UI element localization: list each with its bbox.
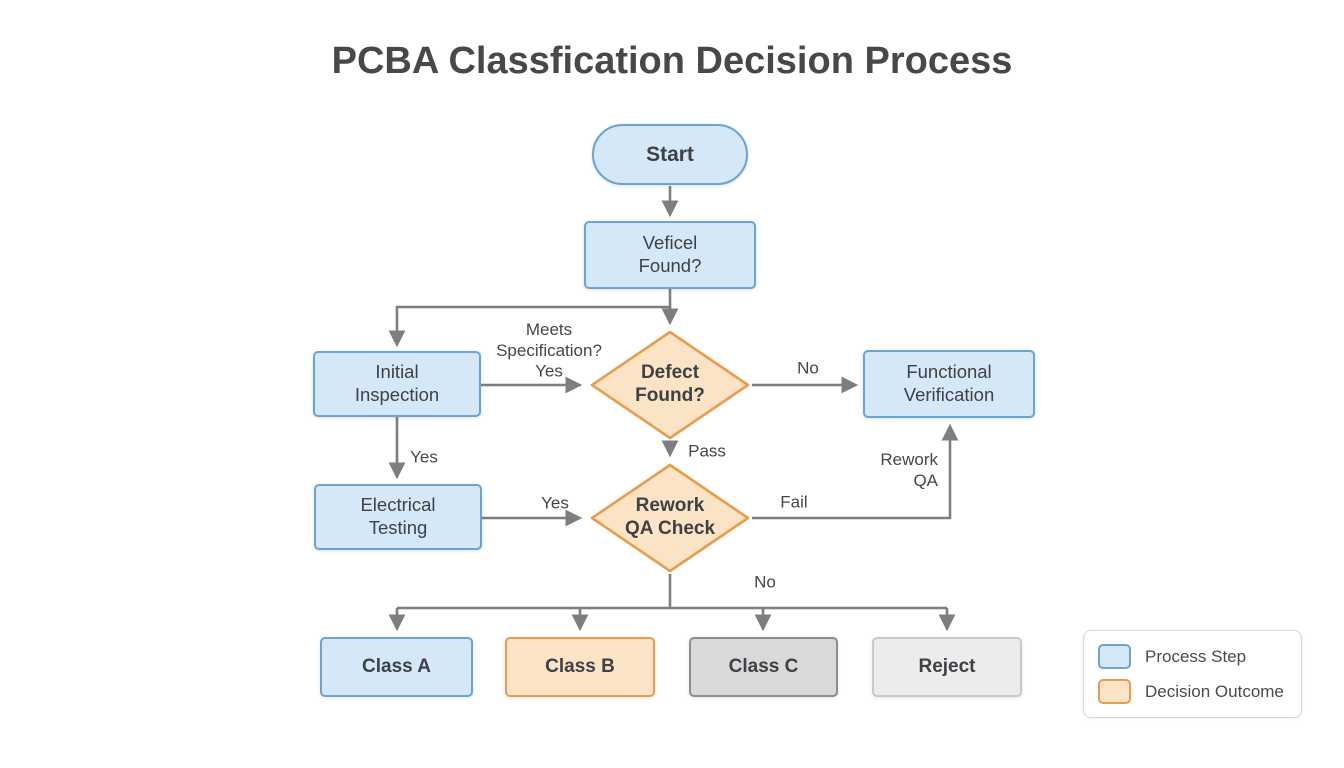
legend-label-process-step: Process Step: [1145, 646, 1247, 666]
legend-label-decision-outcome: Decision Outcome: [1145, 681, 1284, 701]
node-rework-qa-check-label: Rework QA Check: [624, 495, 716, 539]
edge-veficel-to-initial: [388, 289, 672, 348]
node-initial-inspection: Initial Inspection: [313, 351, 481, 417]
edge-rework-to-distribution-line: [397, 574, 947, 610]
edge-label-electrical-yes: Yes: [541, 493, 569, 513]
node-defect-found: Defect Found?: [588, 329, 752, 441]
process-step-swatch: [1098, 644, 1131, 669]
node-class-b-label: Class B: [545, 656, 615, 678]
diagram-title: PCBA Classfication Decision Process: [331, 40, 1013, 82]
node-defect-found-label: Defect Found?: [635, 362, 705, 406]
node-class-a: Class A: [320, 637, 473, 697]
node-start: Start: [592, 124, 748, 185]
node-class-c-label: Class C: [728, 656, 799, 678]
edge-label-meets-specification: Meets Specification?: [496, 319, 602, 360]
node-reject: Reject: [872, 637, 1022, 697]
edge-label-rework-fail: Fail: [780, 492, 808, 512]
legend-item-decision-outcome: Decision Outcome: [1098, 679, 1287, 704]
node-electrical-testing-label: Electrical Testing: [360, 494, 436, 538]
node-veficel-found: Veficel Found?: [584, 221, 756, 289]
node-initial-inspection-label: Initial Inspection: [354, 361, 440, 405]
node-rework-qa-check: Rework QA Check: [588, 462, 752, 574]
node-class-c: Class C: [689, 637, 838, 697]
defect-found-diamond-shape: [590, 330, 750, 440]
edge-label-inspection-yes: Yes: [410, 447, 438, 467]
edge-label-meets-specification-yes: Yes: [535, 361, 563, 381]
node-class-a-label: Class A: [362, 656, 431, 678]
edge-rework-fail-to-functional: [752, 423, 959, 520]
edge-label-rework-no: No: [754, 572, 776, 592]
node-electrical-testing: Electrical Testing: [314, 484, 482, 550]
node-start-label: Start: [646, 142, 694, 166]
decision-outcome-swatch: [1098, 679, 1131, 704]
node-reject-label: Reject: [918, 656, 976, 678]
node-functional-verification-label: Functional Verification: [903, 361, 995, 405]
edge-label-rework-qa: Rework QA: [880, 449, 938, 490]
edge-label-defect-pass: Pass: [688, 441, 726, 461]
node-class-b: Class B: [505, 637, 655, 697]
rework-qa-check-diamond-shape: [590, 463, 750, 573]
legend: Process Step Decision Outcome: [1083, 630, 1302, 718]
node-functional-verification: Functional Verification: [863, 350, 1035, 418]
edge-label-defect-no: No: [797, 358, 819, 378]
legend-item-process-step: Process Step: [1098, 644, 1287, 669]
node-veficel-found-label: Veficel Found?: [638, 232, 702, 276]
